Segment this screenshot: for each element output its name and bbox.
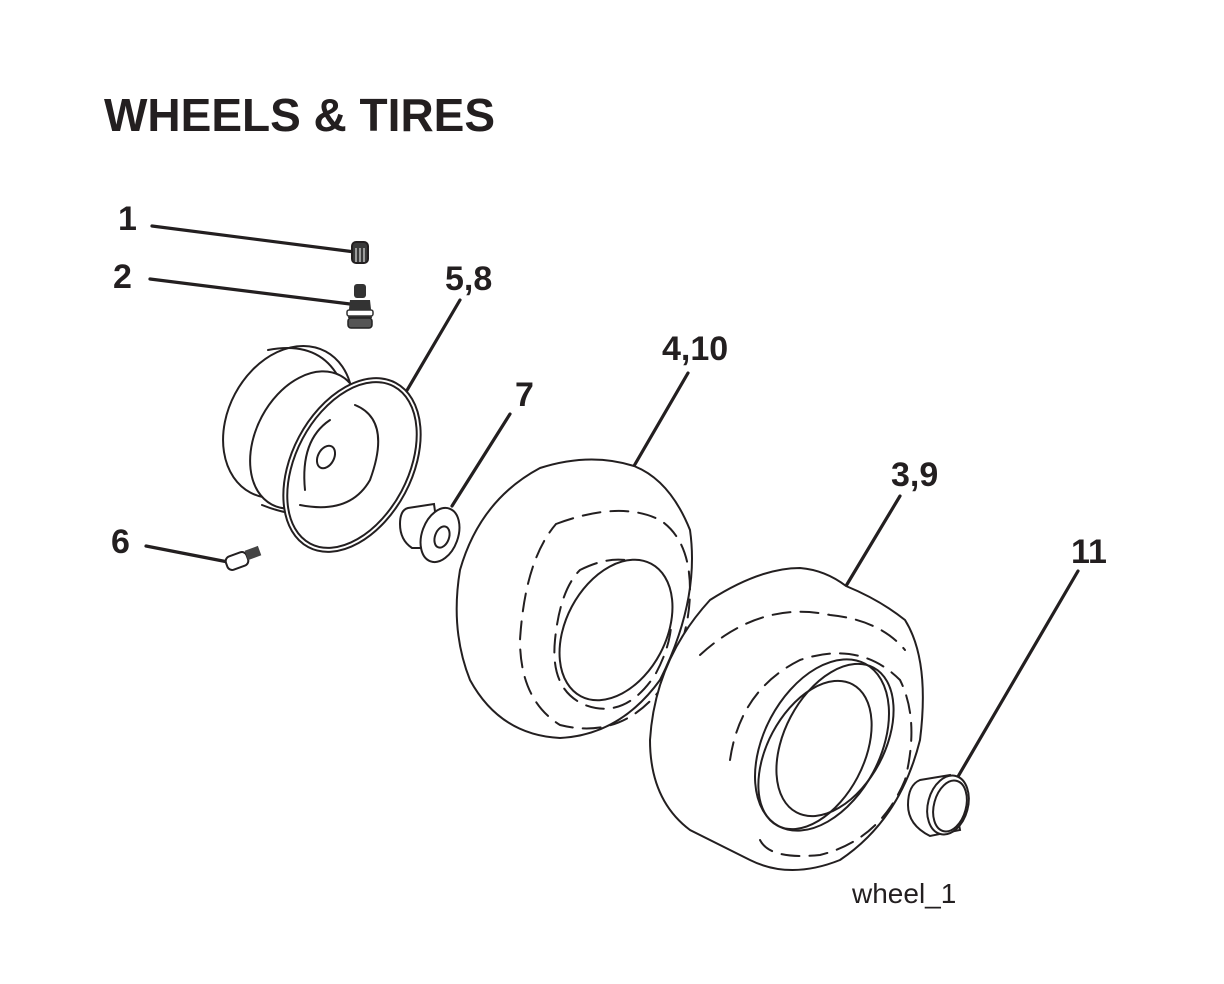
valve-stem-part: [346, 284, 374, 329]
figure-caption: wheel_1: [852, 878, 957, 909]
rear-tire-part: [648, 566, 924, 871]
grease-fitting-part: [224, 545, 262, 571]
wheel-rim-part: [222, 344, 422, 553]
leader-line-4-10: [632, 371, 690, 468]
callout-3-9: 3,9: [891, 456, 939, 494]
callout-7: 7: [515, 376, 534, 414]
leader-line-7: [450, 412, 512, 508]
bushing-part: [398, 502, 461, 564]
callout-11: 11: [1071, 533, 1107, 571]
callout-1: 1: [118, 200, 137, 238]
leader-line-5-8: [404, 298, 462, 394]
callout-2: 2: [113, 258, 132, 296]
leader-line-6: [144, 544, 230, 564]
end-cap-part: [906, 773, 970, 838]
callout-6: 6: [111, 523, 130, 561]
page-title: WHEELS & TIRES: [104, 89, 496, 141]
valve-cap-part: [351, 241, 369, 264]
callout-4-10: 4,10: [662, 330, 729, 368]
leader-line-1: [150, 224, 357, 254]
leader-line-2: [148, 277, 352, 306]
leader-line-11: [954, 569, 1080, 782]
leader-line-3-9: [844, 494, 902, 588]
callout-5-8: 5,8: [445, 260, 493, 298]
